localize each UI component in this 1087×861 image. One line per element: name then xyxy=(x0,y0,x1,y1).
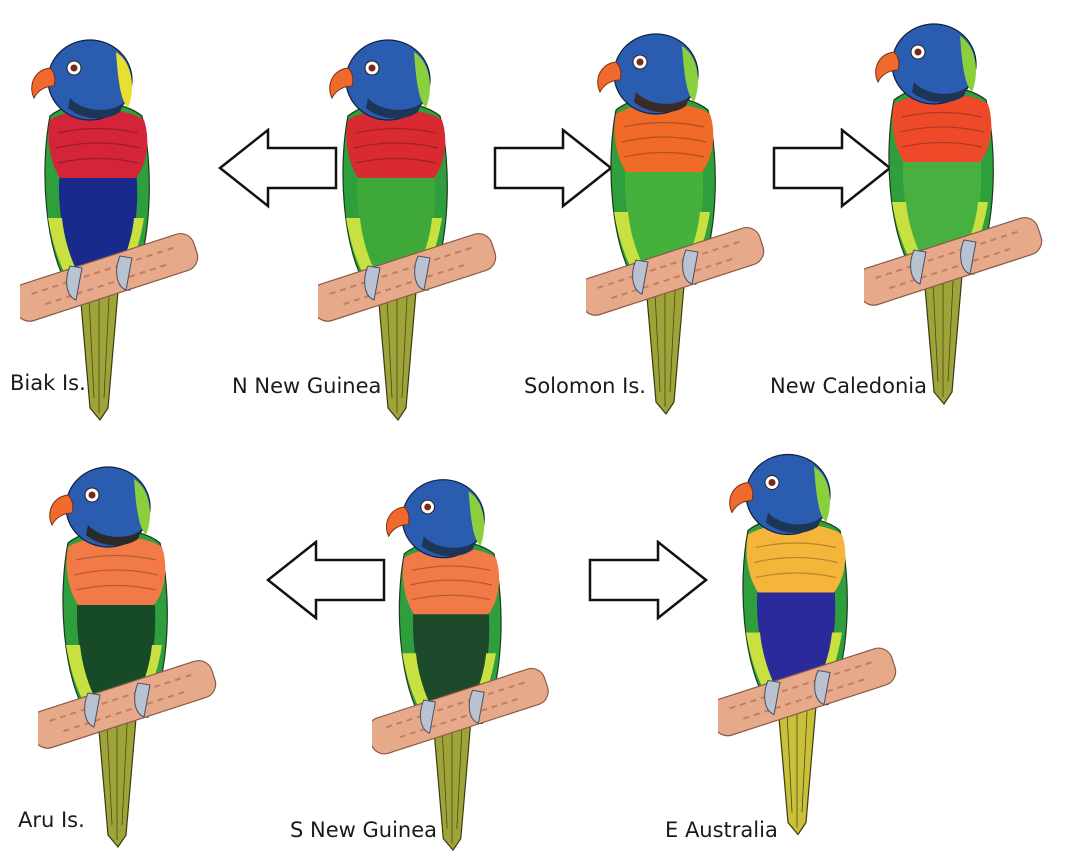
lorikeet-solomon-image xyxy=(586,22,826,422)
label-n-new-guinea: N New Guinea xyxy=(232,376,381,397)
label-e-australia: E Australia xyxy=(665,820,778,841)
arrow-left-icon xyxy=(266,540,388,622)
lorikeet-n-new-guinea-image xyxy=(318,28,558,428)
label-solomon: Solomon Is. xyxy=(524,376,646,397)
label-new-caledonia: New Caledonia xyxy=(770,376,927,397)
label-biak: Biak Is. xyxy=(10,373,86,394)
lorikeet-aru-image xyxy=(38,455,278,855)
lorikeet-e-australia-image xyxy=(718,430,958,855)
label-s-new-guinea: S New Guinea xyxy=(290,820,437,841)
arrow-right-icon xyxy=(588,540,710,622)
label-aru: Aru Is. xyxy=(18,810,85,831)
lorikeet-new-caledonia-image xyxy=(864,12,1086,412)
lorikeet-biak-image xyxy=(20,28,260,428)
lorikeet-s-new-guinea-image xyxy=(372,468,612,858)
